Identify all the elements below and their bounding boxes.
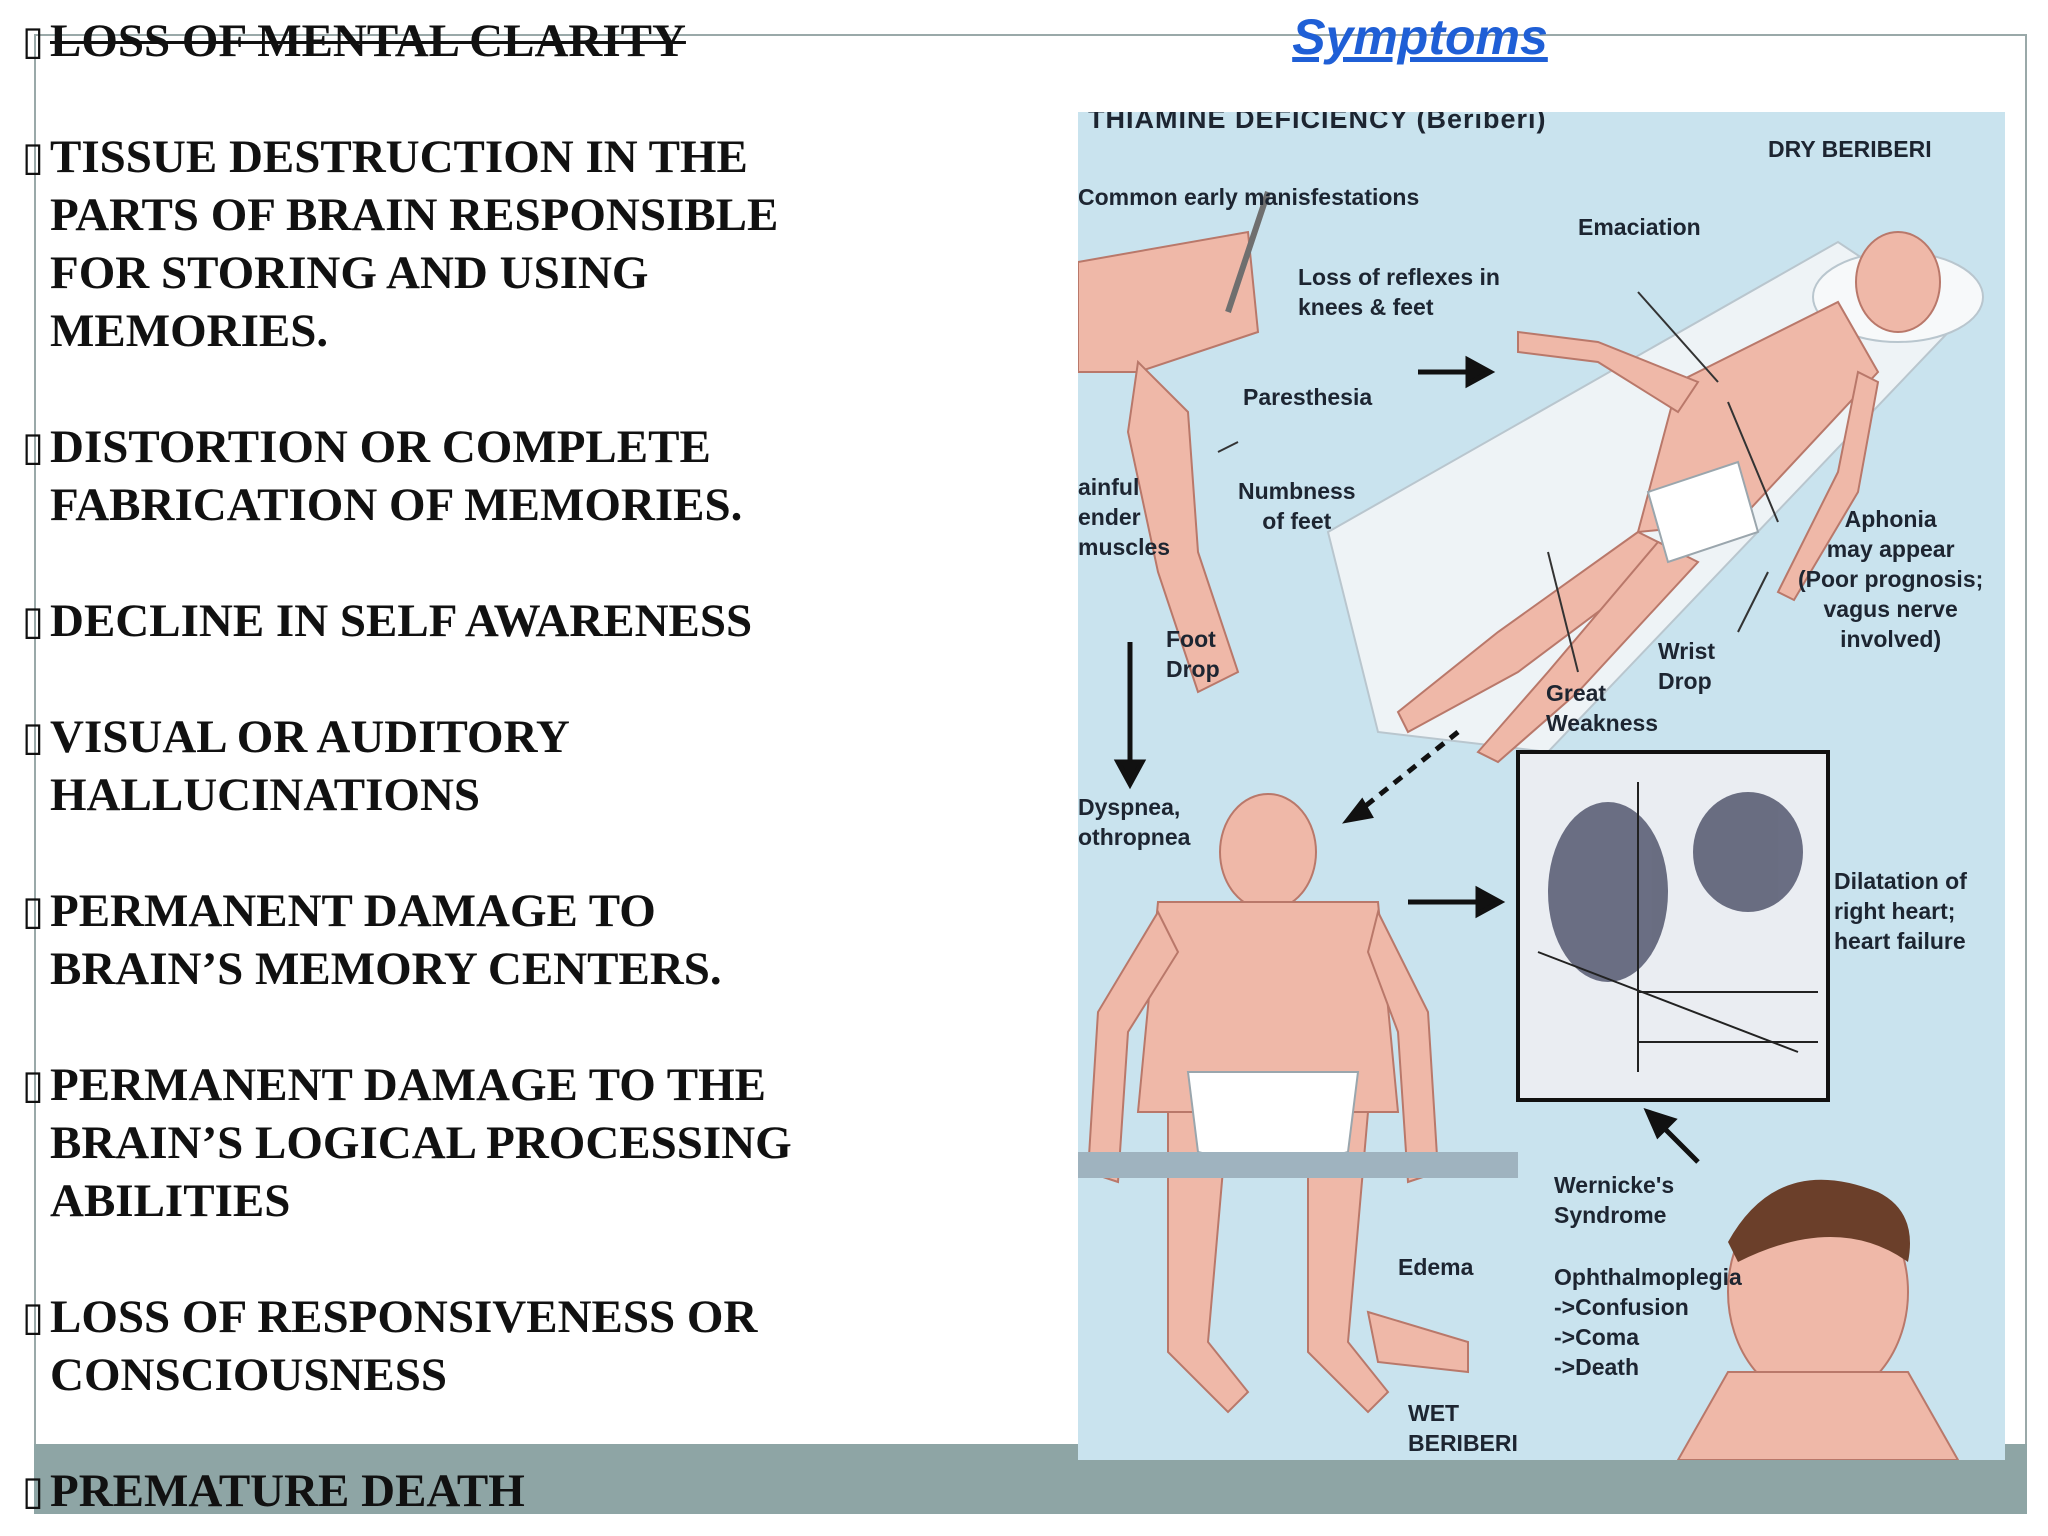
bullet-text: LOSS OF RESPONSIVENESS OR CONSCIOUSNESS xyxy=(50,1291,758,1401)
bullet-glyph-icon: ▯ xyxy=(22,134,45,180)
bullet-text: LOSS OF MENTAL CLARITY xyxy=(50,15,686,67)
reflexes-label: Loss of reflexes in knees & feet xyxy=(1298,264,1500,320)
sitting-patient-figure xyxy=(1086,793,1440,1414)
bench xyxy=(1078,1152,1518,1178)
bullet-glyph-icon: ▯ xyxy=(22,1294,45,1340)
wernicke-label: Wernicke's Syndrome xyxy=(1554,1172,1675,1228)
leg-closeup-figure xyxy=(1078,230,1260,694)
bullet-text: PERMANENT DAMAGE TO THE BRAIN’S LOGICAL … xyxy=(50,1059,792,1227)
loincloth xyxy=(1646,460,1760,564)
emaciation-label: Emaciation xyxy=(1578,214,1701,240)
edema-hand-figure xyxy=(1366,1310,1469,1374)
ophthalmoplegia-label: Ophthalmoplegia ->Confusion ->Coma ->Dea… xyxy=(1554,1264,1742,1380)
bullet-glyph-icon: ▯ xyxy=(22,1468,45,1514)
hair-closeup xyxy=(1728,1179,1910,1262)
bullet-text: TISSUE DESTRUCTION IN THE PARTS OF BRAIN… xyxy=(50,131,779,357)
great-weakness-label: Great Weakness xyxy=(1546,680,1659,736)
bullet-glyph-icon: ▯ xyxy=(22,598,45,644)
paresthesia-label: Paresthesia xyxy=(1243,384,1373,410)
illustration-drawing xyxy=(1078,191,1984,1460)
bullet-text: DISTORTION OR COMPLETE FABRICATION OF ME… xyxy=(50,421,743,531)
dilatation-label: Dilatation of right heart; heart failure xyxy=(1834,868,1967,954)
bullet-text: PREMATURE DEATH xyxy=(50,1465,525,1517)
edema-label: Edema xyxy=(1398,1254,1474,1280)
bullet-glyph-icon: ▯ xyxy=(22,1062,45,1108)
reflex-hammer-icon xyxy=(1225,191,1271,313)
wrist-drop-label: Wrist Drop xyxy=(1658,638,1716,694)
foot-drop-label: Foot Drop xyxy=(1166,626,1220,682)
bullet-glyph-icon: ▯ xyxy=(22,18,45,64)
arrows xyxy=(1113,355,1700,1164)
early-manifestations-label: Common early manisfestations xyxy=(1078,184,1420,210)
heading-label: THIAMINE DEFICIENCY (Beriberi) xyxy=(1088,112,1547,134)
slide-frame-left xyxy=(34,34,36,1444)
numbness-label: Numbness of feet xyxy=(1238,478,1356,534)
slide-frame-top xyxy=(34,34,2027,36)
bullet-glyph-icon: ▯ xyxy=(22,888,45,934)
wet-beriberi-label: WET BERIBERI xyxy=(1408,1400,1518,1456)
xray-gridlines xyxy=(1537,782,1818,1072)
slide-frame-right xyxy=(2025,34,2027,1444)
leader-lines xyxy=(1217,291,1779,673)
bullet-text: DECLINE IN SELF AWARENESS xyxy=(50,595,753,647)
bullet-text: VISUAL OR AUDITORY HALLUCINATIONS xyxy=(50,711,570,821)
bullet-glyph-icon: ▯ xyxy=(22,424,45,470)
painful-muscles-label: ainful ender muscles xyxy=(1078,474,1171,560)
beriberi-illustration: THIAMINE DEFICIENCY (Beriberi) DRY BERIB… xyxy=(1078,112,2005,1460)
bullet-glyph-icon: ▯ xyxy=(22,714,45,760)
dyspnea-label: Dyspnea, othropnea xyxy=(1078,794,1191,850)
bullet-text: PERMANENT DAMAGE TO BRAIN’S MEMORY CENTE… xyxy=(50,885,722,995)
aphonia-label: Aphonia may appear (Poor prognosis; vagu… xyxy=(1798,506,1984,652)
slide-title: Symptoms xyxy=(1292,9,1548,65)
dry-beriberi-label: DRY BERIBERI xyxy=(1768,136,1932,162)
